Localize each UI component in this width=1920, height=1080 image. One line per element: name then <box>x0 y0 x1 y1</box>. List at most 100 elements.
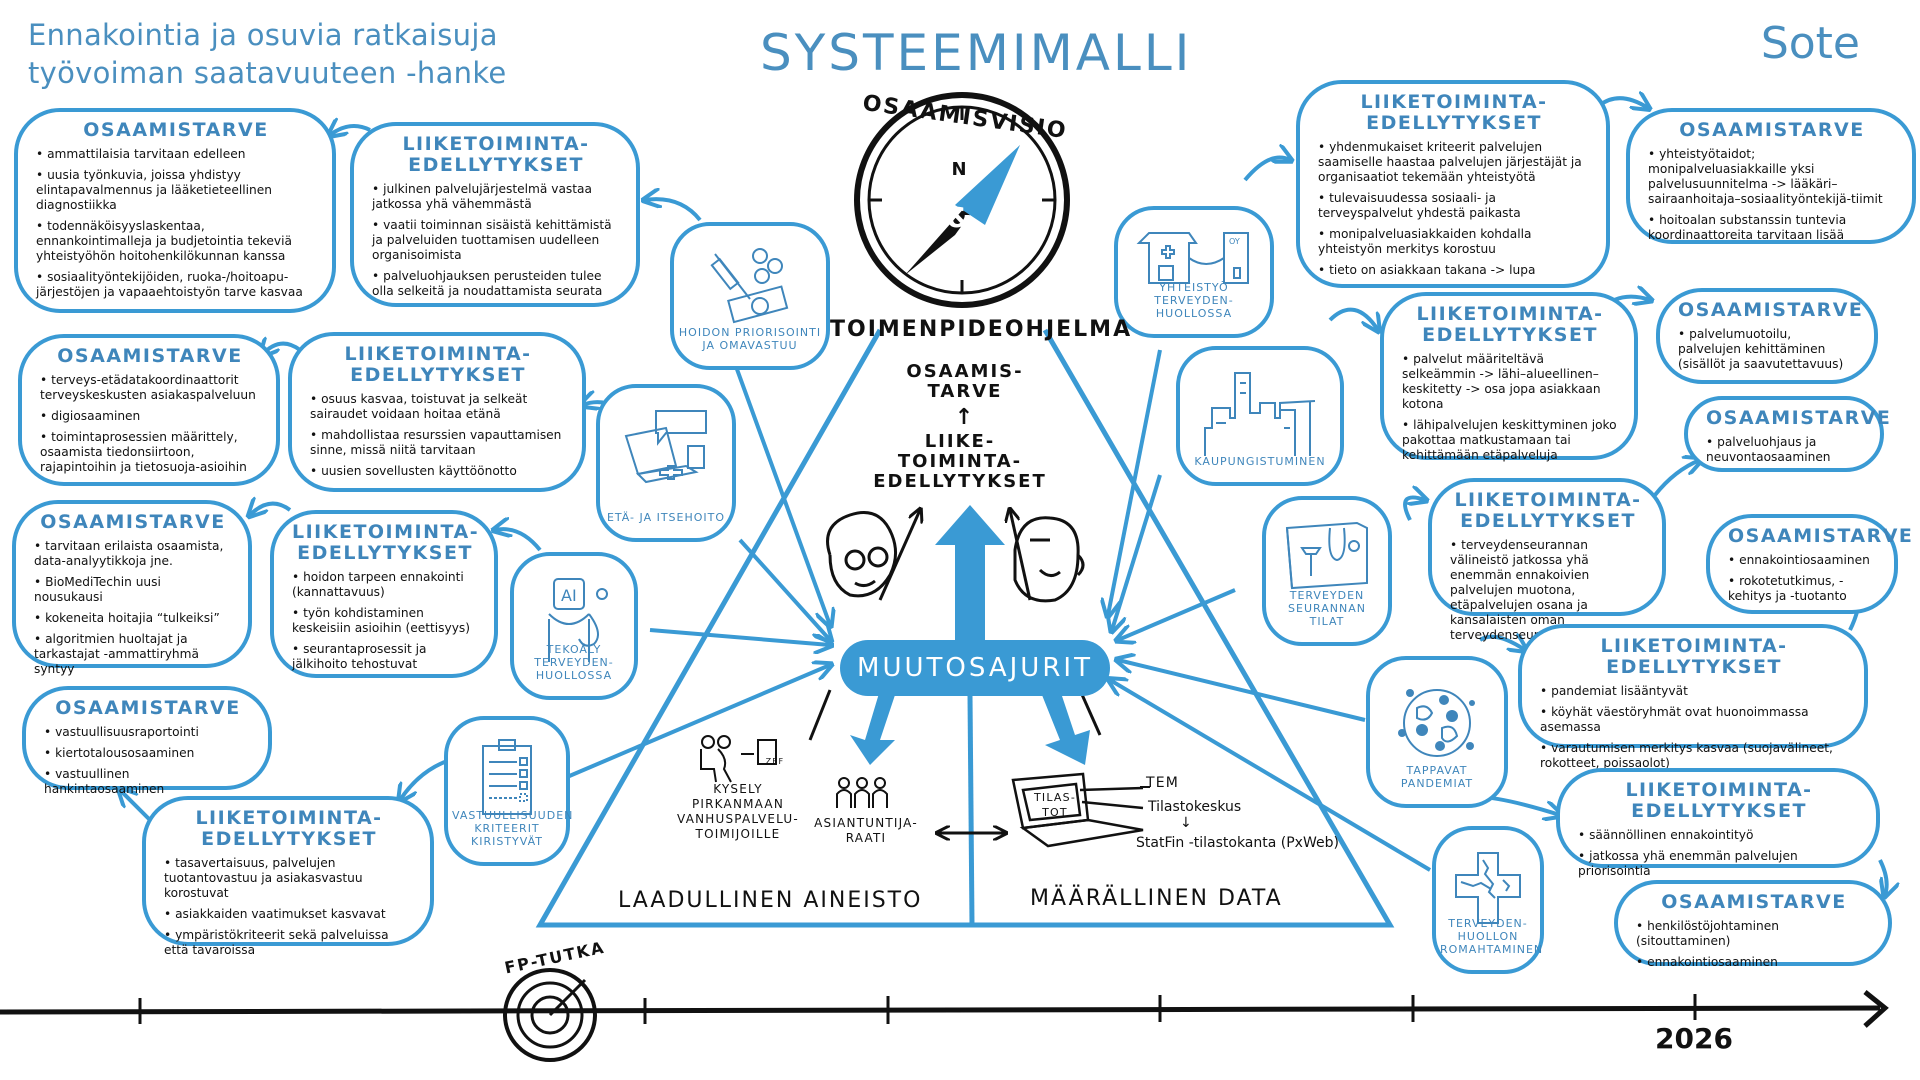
list-item: monipalveluasiakkaiden kohdalla yhteisty… <box>1318 227 1590 257</box>
survey-line3: VANHUSPALVELU- <box>677 812 799 826</box>
source-tilastokeskus: Tilastokeskus <box>1148 799 1242 815</box>
list-item: ympäristökriteerit sekä palveluissa että… <box>164 928 414 958</box>
list-item: työn kohdistaminen keskeisiin asioihin (… <box>292 606 478 636</box>
down-left-arrow <box>850 690 895 765</box>
list-item: kokeneita hoitajia “tulkeiksi” <box>34 611 232 626</box>
box-title: LIIKETOIMINTA-EDELLYTYKSET <box>402 133 590 176</box>
center-need-label: OSAAMIS- TARVE <box>890 362 1040 402</box>
driver-yhteistyo: OY YHTEISTYÖ TERVEYDEN-HUOLLOSSA <box>1114 206 1274 338</box>
box-title: LIIKETOIMINTA-EDELLYTYKSET <box>1600 635 1788 678</box>
survey-line1: KYSELY <box>713 782 763 796</box>
statistics-laptop-icon <box>1011 772 1144 848</box>
driver-label: TERVEYDEN SEURANNAN TILAT <box>1288 589 1366 628</box>
driver-label: TERVEYDEN-HUOLLON ROMAHTAMINEN <box>1440 917 1544 956</box>
box-title: LIIKETOIMINTA-EDELLYTYKSET <box>1416 303 1604 346</box>
list-item: seurantaprosessit ja jälkihoito tehostuv… <box>292 642 478 672</box>
driver-terveydenseuranta: TERVEYDEN SEURANNAN TILAT <box>1262 496 1392 646</box>
expert-line2: RAATI <box>845 831 887 845</box>
list-item: vaatii toiminnan sisäistä kehittämistä j… <box>372 218 620 263</box>
survey-label: KYSELY PIRKANMAAN VANHUSPALVELU- TOIMIJO… <box>668 782 808 842</box>
laptop-line2: TOT <box>1042 806 1068 819</box>
connector-eta <box>738 538 830 640</box>
cracked-cross-icon <box>1455 852 1521 924</box>
driver-label: TEKOÄLY TERVEYDEN-HUOLLOSSA <box>534 643 614 682</box>
list-item: varautumisen merkitys kasvaa (suojavälin… <box>1540 741 1848 771</box>
driver-label: TAPPAVAT PANDEMIAT <box>1400 764 1474 790</box>
list-item: BioMediTechin uusi nousukausi <box>34 575 232 605</box>
driver-hoidon-priorisointi: HOIDON PRIORISOINTI JA OMAVASTUU <box>670 222 830 370</box>
list-item: julkinen palvelujärjestelmä vastaa jatko… <box>372 182 620 212</box>
box-title: LIIKETOIMINTA-EDELLYTYKSET <box>1360 91 1548 134</box>
expert-line1: ASIANTUNTIJA- <box>814 816 918 830</box>
box-l3-need: OSAAMISTARVE tarvitaan erilaista osaamis… <box>12 500 252 676</box>
list-item: säännöllinen ennakointityö <box>1578 828 1860 843</box>
list-item: tulevaisuudessa sosiaali- ja terveyspalv… <box>1318 191 1590 221</box>
driver-vastuullisuus: VASTUULLISUUDEN KRITEERIT KIRISTYVÄT <box>444 716 572 866</box>
svg-text:AI: AI <box>561 586 577 605</box>
box-r2-biz: LIIKETOIMINTA-EDELLYTYKSET palvelut määr… <box>1380 292 1638 463</box>
box-r3-biz: LIIKETOIMINTA-EDELLYTYKSET terveydenseur… <box>1428 478 1666 642</box>
list-item: ennakointiosaaminen <box>1728 553 1878 568</box>
box-title: LIIKETOIMINTA-EDELLYTYKSET <box>195 807 383 850</box>
box-l4-biz: LIIKETOIMINTA-EDELLYTYKSET tasavertaisuu… <box>142 796 434 957</box>
box-r2-need-a: OSAAMISTARVE palvelumuotoilu, palvelujen… <box>1656 288 1878 384</box>
list-item: tasavertaisuus, palvelujen tuotantovastu… <box>164 856 414 901</box>
list-item: hoidon tarpeen ennakointi (kannattavuus) <box>292 570 478 600</box>
person-man-icon <box>1013 516 1085 603</box>
driver-label: ETÄ- JA ITSEHOITO <box>606 511 726 524</box>
project-title-line1: Ennakointia ja osuvia ratkaisuja <box>28 18 498 52</box>
center-biz-label: LIIKE- TOIMINTA- EDELLYTYKSET <box>860 432 1060 492</box>
sector-label: Sote <box>1760 18 1860 69</box>
list-item: yhdenmukaiset kriteerit palvelujen saami… <box>1318 140 1590 185</box>
list-item: osuus kasvaa, toistuvat ja selkeät saira… <box>310 392 566 422</box>
compass-north: N <box>951 159 969 180</box>
box-title: LIIKETOIMINTA-EDELLYTYKSET <box>344 343 532 386</box>
change-drivers-banner: MUUTOSAJURIT <box>840 640 1110 696</box>
svg-text:OY: OY <box>1229 237 1240 246</box>
laptop-screen-label: TILAS- TOT <box>1030 790 1080 820</box>
list-item: digiosaaminen <box>40 409 260 424</box>
driver-eta-itsehoito: ETÄ- JA ITSEHOITO <box>596 384 736 542</box>
globe-virus-icon <box>1398 689 1475 757</box>
list-item: algoritmien huoltajat ja tarkastajat -am… <box>34 632 232 677</box>
vision-label: OSAAMISVISIO <box>861 90 1070 145</box>
box-title: LIIKETOIMINTA-EDELLYTYKSET <box>292 521 480 564</box>
driver-romahtaminen: TERVEYDEN-HUOLLON ROMAHTAMINEN <box>1432 826 1544 974</box>
driver-label: YHTEISTYÖ TERVEYDEN-HUOLLOSSA <box>1154 281 1234 320</box>
connector-hoidon <box>728 349 830 625</box>
box-title: OSAAMISTARVE <box>1728 525 1914 547</box>
person-woman-icon <box>826 511 897 598</box>
list-item: palveluohjauksen perusteiden tulee olla … <box>372 269 620 299</box>
list-item: köyhät väestöryhmät ovat huonoimmassa as… <box>1540 705 1848 735</box>
connector-yhteistyo <box>1108 349 1162 615</box>
page-title: SYSTEEMIMALLI <box>760 24 1193 82</box>
list-item: palvelut määriteltävä selkeämmin -> lähi… <box>1402 352 1618 412</box>
quantitative-label: MÄÄRÄLLINEN DATA <box>1030 886 1283 911</box>
checklist-icon <box>482 739 532 815</box>
box-r5-need: OSAAMISTARVE henkilöstöjohtaminen (sitou… <box>1614 880 1892 969</box>
ai-doctor-icon: AI <box>548 578 608 662</box>
connector-seuranta <box>1118 588 1236 640</box>
laptop-medicine-icon <box>624 410 707 484</box>
list-item: lähipalvelujen keskittyminen joko pakott… <box>1402 418 1618 463</box>
list-item: jatkossa yhä enemmän palvelujen prioriso… <box>1578 849 1860 879</box>
list-item: terveys-etädatakoordinaattorit terveyske… <box>40 373 260 403</box>
down-right-arrow <box>1040 690 1090 765</box>
box-l3-biz: LIIKETOIMINTA-EDELLYTYKSET hoidon tarpee… <box>270 510 498 678</box>
list-item: rokotetutkimus, -kehitys ja -tuotanto <box>1728 574 1878 604</box>
compass-symbol: & <box>946 201 974 234</box>
program-label: TOIMENPIDEOHJELMA <box>830 317 1133 342</box>
box-r2-need-b: OSAAMISTARVE palveluohjaus ja neuvontaos… <box>1684 396 1890 472</box>
box-r3-need: OSAAMISTARVE ennakointiosaaminen rokotet… <box>1706 514 1914 614</box>
box-r1-biz: LIIKETOIMINTA-EDELLYTYKSET yhdenmukaiset… <box>1296 80 1610 288</box>
expert-panel-label: ASIANTUNTIJA- RAATI <box>796 816 936 846</box>
driver-label: KAUPUNGISTUMINEN <box>1194 455 1326 468</box>
box-title: OSAAMISTARVE <box>55 697 241 719</box>
qualitative-label: LAADULLINEN AINEISTO <box>618 888 923 913</box>
center-up-arrow: ↑ <box>954 405 976 430</box>
list-item: asiakkaiden vaatimukset kasvavat <box>164 907 414 922</box>
box-title: OSAAMISTARVE <box>1678 299 1864 321</box>
up-arrow <box>935 505 1005 640</box>
list-item: henkilöstöjohtaminen (sitouttaminen) <box>1636 919 1872 949</box>
project-title-line2: työvoiman saatavuuteen -hanke <box>28 56 507 90</box>
